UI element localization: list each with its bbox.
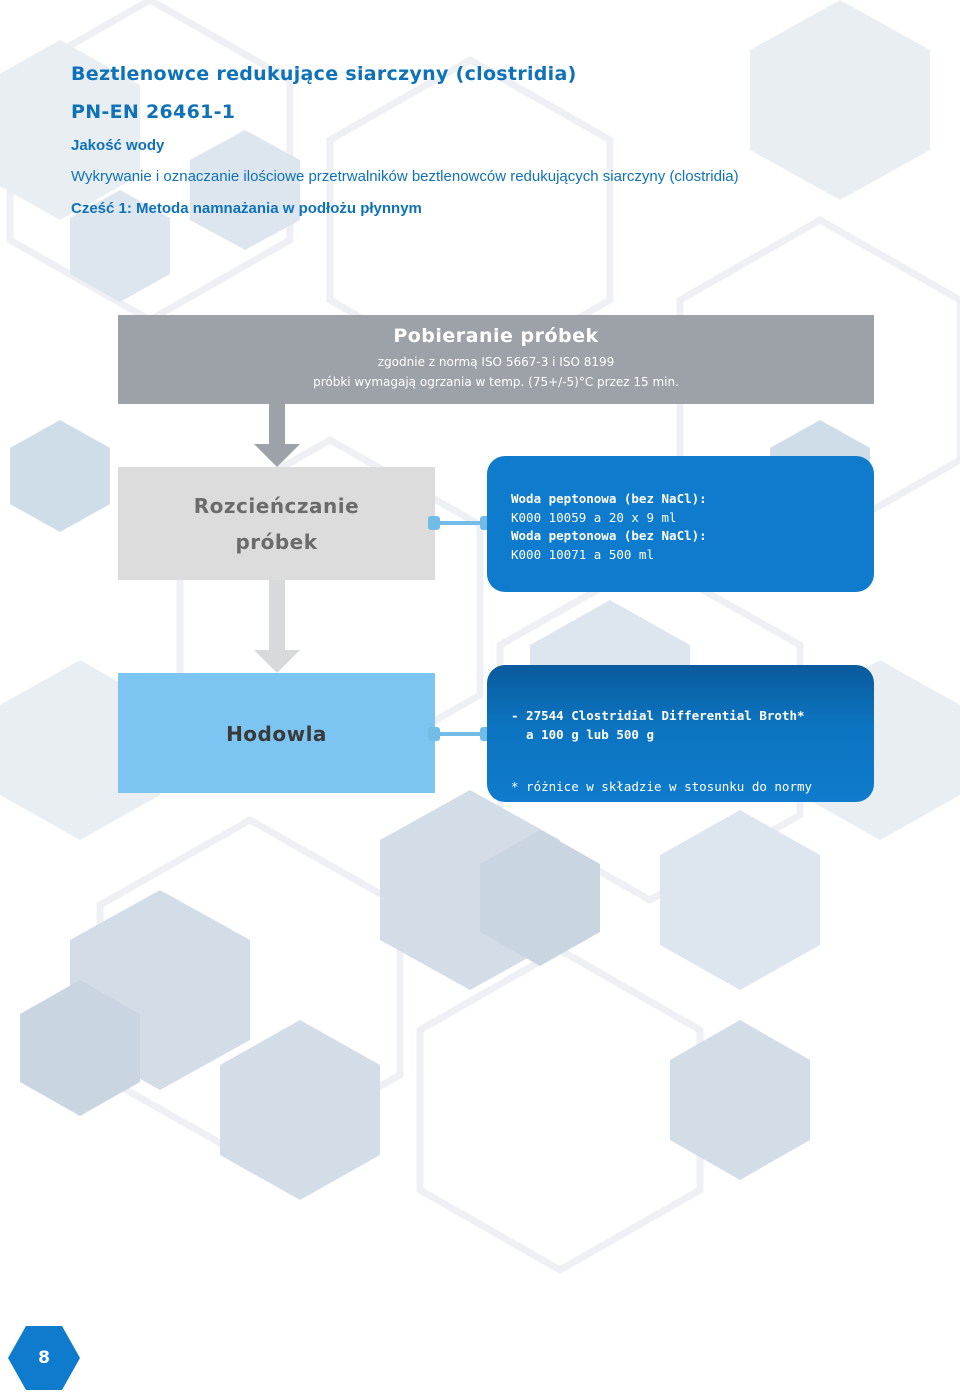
culture-media-box: - 27544 Clostridial Differential Broth* … [487, 665, 874, 802]
connector-node-icon [428, 516, 440, 530]
culture-media-line: a 100 g lub 500 g [511, 726, 654, 742]
dilution-media-line: K000 10071 a 500 ml [511, 546, 654, 562]
norm-number: PN-EN 26461-1 [71, 101, 236, 123]
document-title: Beztlenowce redukujące siarczyny (clostr… [71, 63, 577, 85]
sampling-heating: próbki wymagają ogrzania w temp. (75+/-5… [313, 375, 679, 389]
dilution-box: Rozcieńczanie próbek [118, 467, 435, 580]
sampling-box: Pobieranie próbek zgodnie z normą ISO 56… [118, 315, 874, 404]
dilution-label-line1: Rozcieńczanie [193, 493, 360, 518]
sampling-title: Pobieranie próbek [393, 325, 599, 347]
page-number-badge: 8 [8, 1326, 80, 1390]
page-number: 8 [38, 1348, 50, 1368]
connector-line [436, 732, 482, 736]
flow-arrow-down-icon [254, 580, 300, 673]
norm-part: Cześć 1: Metoda namnażania w podłożu pły… [71, 200, 422, 217]
sampling-standard: zgodnie z normą ISO 5667-3 i ISO 8199 [377, 355, 615, 369]
culture-media-footnote: * różnice w składzie w stosunku do normy [511, 779, 813, 794]
dilution-media-line: Woda peptonowa (bez NaCl): [511, 491, 707, 506]
culture-label: Hodowla [226, 722, 327, 746]
norm-subject: Jakość wody [71, 137, 165, 154]
dilution-media-line: K000 10059 a 20 x 9 ml [511, 509, 677, 525]
culture-box: Hodowla [118, 673, 435, 793]
dilution-media-line: Woda peptonowa (bez NaCl): [511, 528, 707, 543]
culture-media-line: - 27544 Clostridial Differential Broth* [511, 708, 805, 723]
connector-node-icon [428, 727, 440, 741]
flow-arrow-down-icon [254, 404, 300, 467]
dilution-label-line2: próbek [235, 529, 318, 554]
hexagon-icon [8, 1326, 80, 1390]
connector-line [436, 521, 482, 525]
norm-description: Wykrywanie i oznaczanie ilościowe przetr… [71, 168, 739, 185]
dilution-media-box: Woda peptonowa (bez NaCl): K000 10059 a … [487, 456, 874, 592]
